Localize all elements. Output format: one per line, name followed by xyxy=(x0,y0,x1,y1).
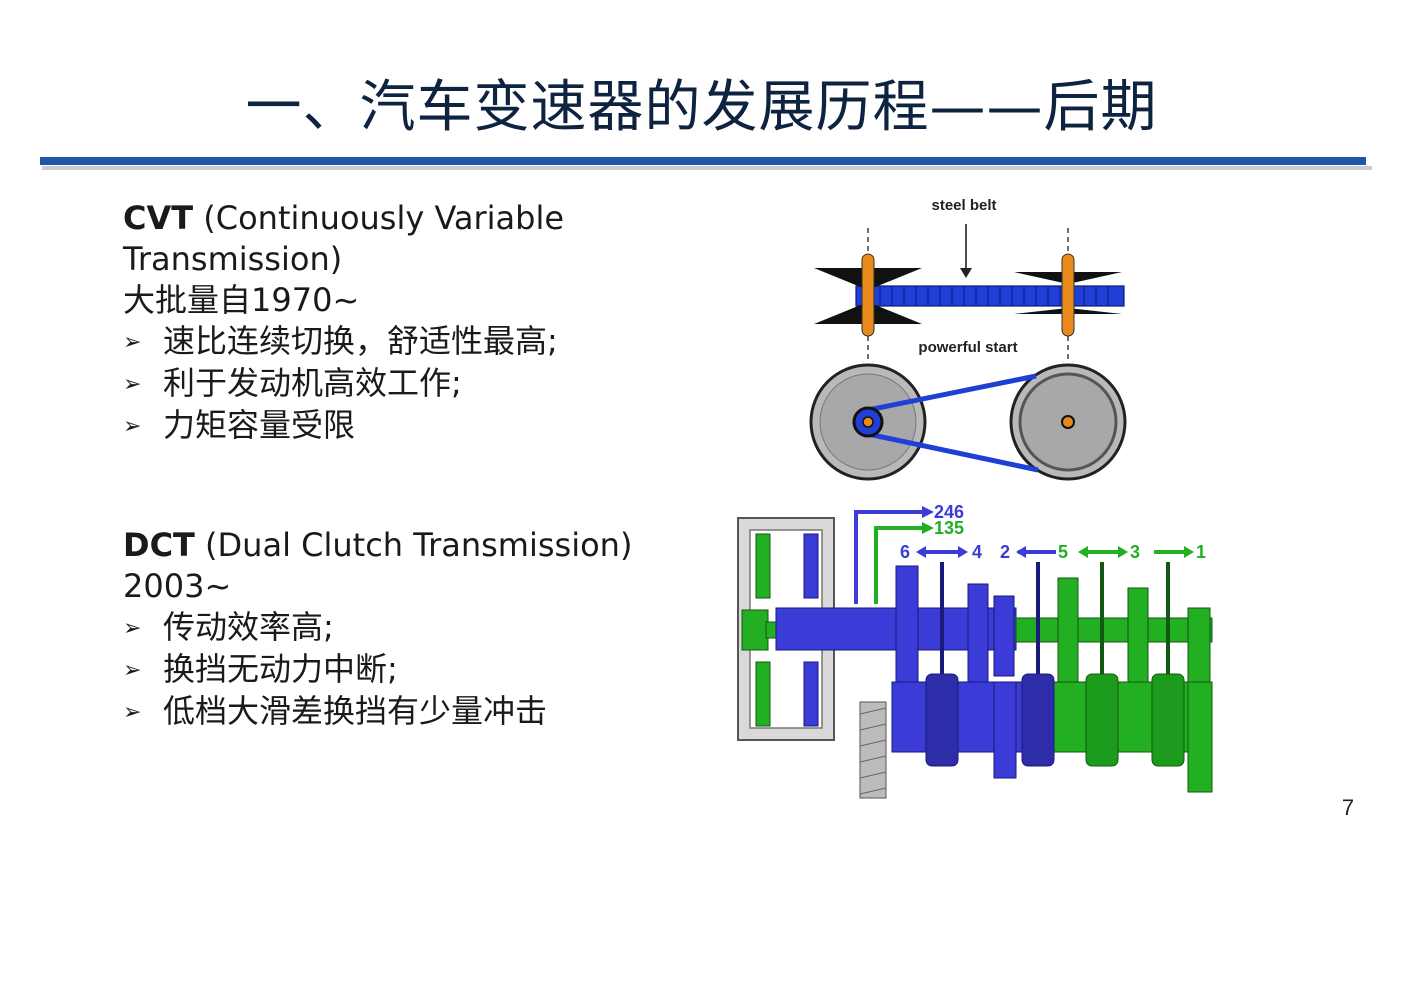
dct-heading-line: DCT (Dual Clutch Transmission) xyxy=(123,525,632,566)
belt-lower-run xyxy=(867,431,1039,473)
gear-6-label: 6 xyxy=(900,542,910,562)
powerful-start-label: powerful start xyxy=(918,339,1017,356)
gear-1-label: 1 xyxy=(1196,542,1206,562)
lower-even-gear-cluster xyxy=(891,681,1043,753)
page-number: 7 xyxy=(1341,795,1355,820)
steel-belt-pointer-arrowhead xyxy=(960,268,972,278)
even-gears-label: 246 xyxy=(934,502,964,522)
lower-even-gear-big xyxy=(993,681,1017,779)
synchro-odd-b xyxy=(1151,673,1185,767)
cvt-diagram: steel belt powerful start xyxy=(809,197,1127,481)
dct-name: DCT xyxy=(123,526,195,564)
gear-5-label: 5 xyxy=(1058,542,1068,562)
cvt-name: CVT xyxy=(123,199,194,237)
slide-title: 一、汽车变速器的发展历程——后期 xyxy=(245,75,1158,140)
arrow-bullet-icon: ➢ xyxy=(123,372,142,397)
title-underline-shadow xyxy=(42,166,1372,170)
gear-3-label: 3 xyxy=(1130,542,1140,562)
synchro-even-a xyxy=(925,673,959,767)
left-pulley-hub xyxy=(861,253,875,337)
arrow-bullet-icon: ➢ xyxy=(123,700,142,725)
odd-shaft-segment xyxy=(1015,617,1213,643)
even-shift-rod xyxy=(854,510,926,604)
input-hub xyxy=(741,609,769,651)
cvt-bullet-item: ➢ 速比连续切换，舒适性最高; xyxy=(123,321,564,363)
cvt-bullet-item: ➢ 力矩容量受限 xyxy=(123,405,564,447)
gear-2-label: 2 xyxy=(1000,542,1010,562)
cvt-full-name-part1: (Continuously Variable xyxy=(203,199,565,237)
lower-odd-gear-big xyxy=(1187,681,1213,793)
cvt-heading-line: CVT (Continuously Variable xyxy=(123,198,564,239)
cvt-full-name-part2: Transmission) xyxy=(123,240,343,278)
steel-belt-band xyxy=(855,285,1125,307)
left-pulley-center-dot xyxy=(862,416,874,428)
odd-rod-arrowhead xyxy=(922,522,934,534)
arrow-bullet-icon: ➢ xyxy=(123,658,142,683)
synchro-odd-a xyxy=(1085,673,1119,767)
arrow-bullet-icon: ➢ xyxy=(123,616,142,641)
selector-3-arrowhead xyxy=(1118,546,1128,558)
dct-bullet-item: ➢ 传动效率高; xyxy=(123,607,632,649)
dct-bullet-text: 低档大滑差换挡有少量冲击 xyxy=(163,692,548,730)
selector-1-arrowhead xyxy=(1184,546,1194,558)
dct-bullet-item: ➢ 低档大滑差换挡有少量冲击 xyxy=(123,691,632,733)
gear-5-wheel xyxy=(1057,577,1079,689)
cvt-text-block: CVT (Continuously Variable Transmission)… xyxy=(123,198,564,447)
right-pulley-center-dot xyxy=(1061,415,1075,429)
gear-2-wheel xyxy=(993,595,1015,677)
odd-clutch-plates-upper xyxy=(755,533,771,599)
output-gear xyxy=(859,701,887,799)
dct-full-name: (Dual Clutch Transmission) xyxy=(205,526,633,564)
gear-4-wheel xyxy=(967,583,989,685)
selector-4-arrowhead xyxy=(958,546,968,558)
right-pulley-hub xyxy=(1061,253,1075,337)
arrow-bullet-icon: ➢ xyxy=(123,414,142,439)
title-underline xyxy=(40,157,1366,165)
dct-bullet-text: 传动效率高; xyxy=(163,608,334,646)
cvt-bullet-item: ➢ 利于发动机高效工作; xyxy=(123,363,564,405)
cvt-bullet-text: 力矩容量受限 xyxy=(163,406,356,444)
output-gear-teeth xyxy=(859,707,887,795)
dct-bullet-item: ➢ 换挡无动力中断; xyxy=(123,649,632,691)
even-clutch-plates-upper xyxy=(803,533,819,599)
gear-3-wheel xyxy=(1127,587,1149,689)
steel-belt-label: steel belt xyxy=(931,197,996,214)
odd-clutch-plates-lower xyxy=(755,661,771,727)
selector-5-arrowhead xyxy=(1078,546,1088,558)
cvt-bullet-text: 利于发动机高效工作; xyxy=(163,364,462,402)
gear-6-wheel xyxy=(895,565,919,687)
gear-4-label: 4 xyxy=(972,542,982,562)
cvt-bullet-text: 速比连续切换，舒适性最高; xyxy=(163,322,558,360)
cvt-year: 大批量自1970~ xyxy=(123,281,360,319)
dct-bullet-text: 换挡无动力中断; xyxy=(163,650,398,688)
selector-6-arrowhead xyxy=(916,546,926,558)
belt-upper-run xyxy=(867,373,1037,413)
synchro-even-b xyxy=(1021,673,1055,767)
selector-2-arrowhead xyxy=(1016,546,1026,558)
gear-1-wheel xyxy=(1187,607,1211,689)
dct-text-block: DCT (Dual Clutch Transmission) 2003~ ➢ 传动… xyxy=(123,525,632,733)
odd-shift-rod xyxy=(874,526,926,604)
even-rod-arrowhead xyxy=(922,506,934,518)
dct-diagram: 246 135 6 4 2 5 3 1 xyxy=(737,502,1213,799)
even-clutch-plates-lower xyxy=(803,661,819,727)
arrow-bullet-icon: ➢ xyxy=(123,330,142,355)
dct-year: 2003~ xyxy=(123,567,232,605)
odd-gears-label: 135 xyxy=(934,518,964,538)
